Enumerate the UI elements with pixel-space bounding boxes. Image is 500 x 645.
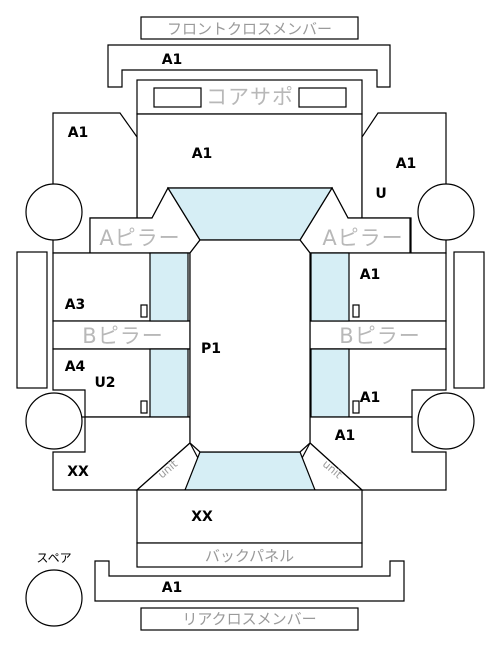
left-a-pillar-label: Aピラー bbox=[99, 226, 180, 250]
left-side-step-front bbox=[16, 251, 48, 389]
front-right-wheel bbox=[417, 183, 475, 241]
left-b-pillar-label: Bピラー bbox=[82, 324, 163, 348]
rear-member-part bbox=[94, 560, 405, 602]
spare-tire-label: スペア bbox=[36, 551, 71, 565]
hood-code: A1 bbox=[192, 146, 213, 162]
front-right-fender-mark: U bbox=[375, 186, 386, 202]
trunk-code: XX bbox=[191, 509, 213, 525]
left-front-door-code: A3 bbox=[65, 297, 86, 313]
front-cross-member-box bbox=[140, 16, 359, 40]
left-rear-door-handle bbox=[140, 400, 148, 414]
trunk-part bbox=[136, 489, 363, 544]
front-member-part bbox=[107, 44, 391, 88]
right-front-window bbox=[310, 252, 350, 322]
rear-window bbox=[184, 451, 316, 491]
rear-cross-member-label: リアクロスメンバー bbox=[182, 610, 316, 628]
rear-right-wheel bbox=[417, 392, 475, 450]
left-headlight bbox=[153, 87, 202, 108]
rear-member-code: A1 bbox=[162, 580, 183, 596]
right-front-door-code: A1 bbox=[360, 267, 381, 283]
rear-cross-member-box bbox=[140, 607, 359, 631]
left-rear-window bbox=[149, 348, 189, 418]
front-cross-member-label: フロントクロスメンバー bbox=[167, 20, 332, 38]
right-headlight bbox=[298, 87, 347, 108]
front-right-fender-code: A1 bbox=[396, 156, 417, 172]
left-front-door-handle bbox=[140, 304, 148, 318]
left-front-window bbox=[149, 252, 189, 322]
right-b-pillar-label: Bピラー bbox=[339, 324, 420, 348]
right-rear-quarter-code: A1 bbox=[335, 428, 356, 444]
left-b-pillar-part bbox=[52, 320, 191, 350]
right-front-door-handle bbox=[352, 304, 360, 318]
right-rear-door-handle bbox=[352, 400, 360, 414]
roof-part bbox=[189, 239, 311, 453]
right-b-pillar-part bbox=[309, 320, 447, 350]
front-member-code: A1 bbox=[162, 52, 183, 68]
spare-tire bbox=[25, 569, 83, 627]
right-side-step bbox=[453, 251, 485, 389]
roof-code: P1 bbox=[201, 341, 221, 357]
front-left-fender-code: A1 bbox=[68, 125, 89, 141]
right-a-pillar-label: Aピラー bbox=[322, 226, 403, 250]
rear-left-wheel bbox=[25, 392, 83, 450]
left-rear-door-mark: U2 bbox=[94, 375, 115, 391]
left-rear-door-code: A4 bbox=[65, 359, 86, 375]
front-left-wheel bbox=[25, 183, 83, 241]
left-rear-quarter-code: XX bbox=[67, 464, 89, 480]
back-panel-label: バックパネル bbox=[205, 547, 294, 565]
right-rear-window bbox=[310, 348, 350, 418]
right-rear-door-code: A1 bbox=[360, 390, 381, 406]
back-panel-part bbox=[136, 542, 363, 568]
core-support-label: コアサポ bbox=[206, 85, 294, 109]
